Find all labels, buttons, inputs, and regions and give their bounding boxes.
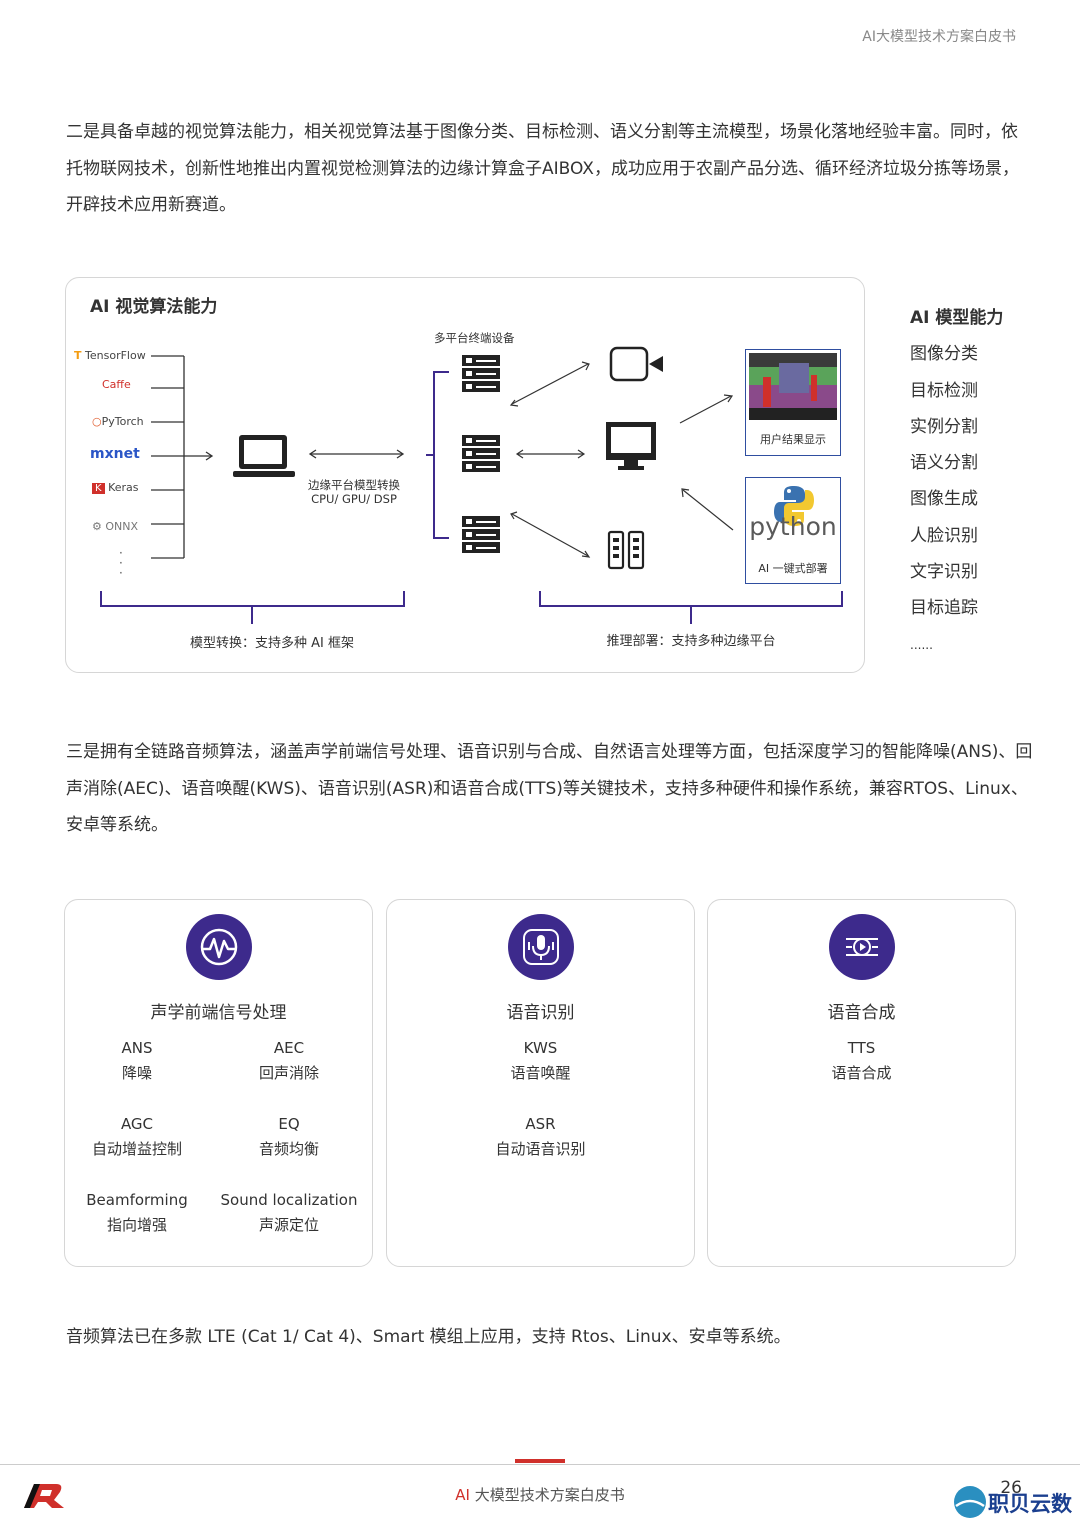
deploy-label: AI 一键式部署 bbox=[758, 562, 828, 575]
waveform-icon bbox=[185, 914, 252, 980]
brand-logo-icon bbox=[24, 1484, 64, 1508]
microphone-icon bbox=[507, 914, 574, 980]
capability-title: AI 模型能力 bbox=[910, 308, 1004, 328]
paragraph-apply: 音频算法已在多款 LTE (Cat 1/ Cat 4)、Smart 模组上应用，… bbox=[66, 1327, 791, 1347]
segmentation-image-icon bbox=[749, 353, 837, 420]
paragraph-vision: 二是具备卓越的视觉算法能力，相关视觉算法基于图像分类、目标检测、语义分割等主流模… bbox=[66, 122, 1019, 215]
tensorflow-icon: T bbox=[74, 349, 82, 362]
framework-pytorch: ○PyTorch bbox=[92, 415, 144, 428]
footer-divider bbox=[0, 1464, 1080, 1465]
card-title: 语音合成 bbox=[827, 1003, 896, 1023]
capability-list: AI 模型能力 图像分类 目标检测 实例分割 语义分割 图像生成 人脸识别 文字… bbox=[910, 300, 1003, 663]
card-title: 声学前端信号处理 bbox=[150, 1003, 287, 1023]
framework-caffe: Caffe bbox=[102, 378, 131, 391]
bottom-left-label: 模型转换：支持多种 AI 框架 bbox=[190, 636, 354, 651]
capability-item: 实例分割 bbox=[910, 416, 978, 437]
diagram-lines bbox=[100, 355, 843, 624]
server-icon bbox=[462, 516, 500, 553]
result-label: 用户结果显示 bbox=[760, 433, 826, 446]
keras-icon: K bbox=[92, 483, 105, 494]
capability-item: ...... bbox=[910, 637, 933, 652]
capability-item: 图像分类 bbox=[910, 344, 978, 365]
capability-item: 人脸识别 bbox=[910, 525, 978, 546]
watermark-text: 职贝云数 bbox=[988, 1492, 1072, 1516]
play-speech-icon bbox=[828, 914, 895, 980]
monitor-icon bbox=[606, 422, 656, 470]
diagram-title: AI 视觉算法能力 bbox=[90, 297, 218, 317]
devices-label: 多平台终端设备 bbox=[434, 331, 515, 345]
pytorch-icon: ○ bbox=[92, 415, 102, 428]
onnx-icon: ⚙ bbox=[92, 520, 102, 533]
framework-keras: K Keras bbox=[92, 481, 139, 494]
framework-onnx: ⚙ ONNX bbox=[92, 520, 139, 533]
vision-diagram-panel: AI 视觉算法能力 T TensorFlow Caffe ○PyTorch mx… bbox=[65, 277, 865, 673]
capability-item: 目标追踪 bbox=[910, 598, 978, 619]
server-icon bbox=[462, 355, 500, 392]
bottom-right-label: 推理部署：支持多种边缘平台 bbox=[606, 634, 776, 649]
capability-item: 文字识别 bbox=[910, 562, 978, 583]
page-number: 26 bbox=[1000, 1478, 1022, 1498]
footer-title: AI 大模型技术方案白皮书 bbox=[455, 1486, 625, 1504]
laptop-icon bbox=[233, 435, 295, 477]
python-word: python bbox=[749, 512, 837, 541]
framework-ellipsis: · · · bbox=[119, 546, 123, 580]
card-title: 语音识别 bbox=[506, 1003, 575, 1023]
camera-icon bbox=[609, 346, 663, 382]
watermark-logo-icon bbox=[954, 1486, 986, 1518]
framework-mxnet: mxnet bbox=[90, 446, 140, 462]
capability-item: 图像生成 bbox=[910, 489, 978, 510]
server-icon bbox=[462, 435, 500, 472]
python-logo-icon bbox=[774, 486, 814, 526]
header-title: AI大模型技术方案白皮书 bbox=[862, 29, 1016, 45]
capability-item: 语义分割 bbox=[910, 453, 978, 474]
result-display-box: 用户结果显示 bbox=[745, 349, 841, 456]
python-deploy-box: python AI 一键式部署 bbox=[745, 477, 841, 584]
paragraph-audio: 三是拥有全链路音频算法，涵盖声学前端信号处理、语音识别与合成、自然语言处理等方面… bbox=[66, 742, 1033, 835]
footer-accent bbox=[515, 1459, 565, 1463]
framework-tensorflow: T TensorFlow bbox=[74, 349, 146, 362]
device-icon bbox=[607, 530, 645, 570]
capability-item: 目标检测 bbox=[910, 380, 978, 401]
